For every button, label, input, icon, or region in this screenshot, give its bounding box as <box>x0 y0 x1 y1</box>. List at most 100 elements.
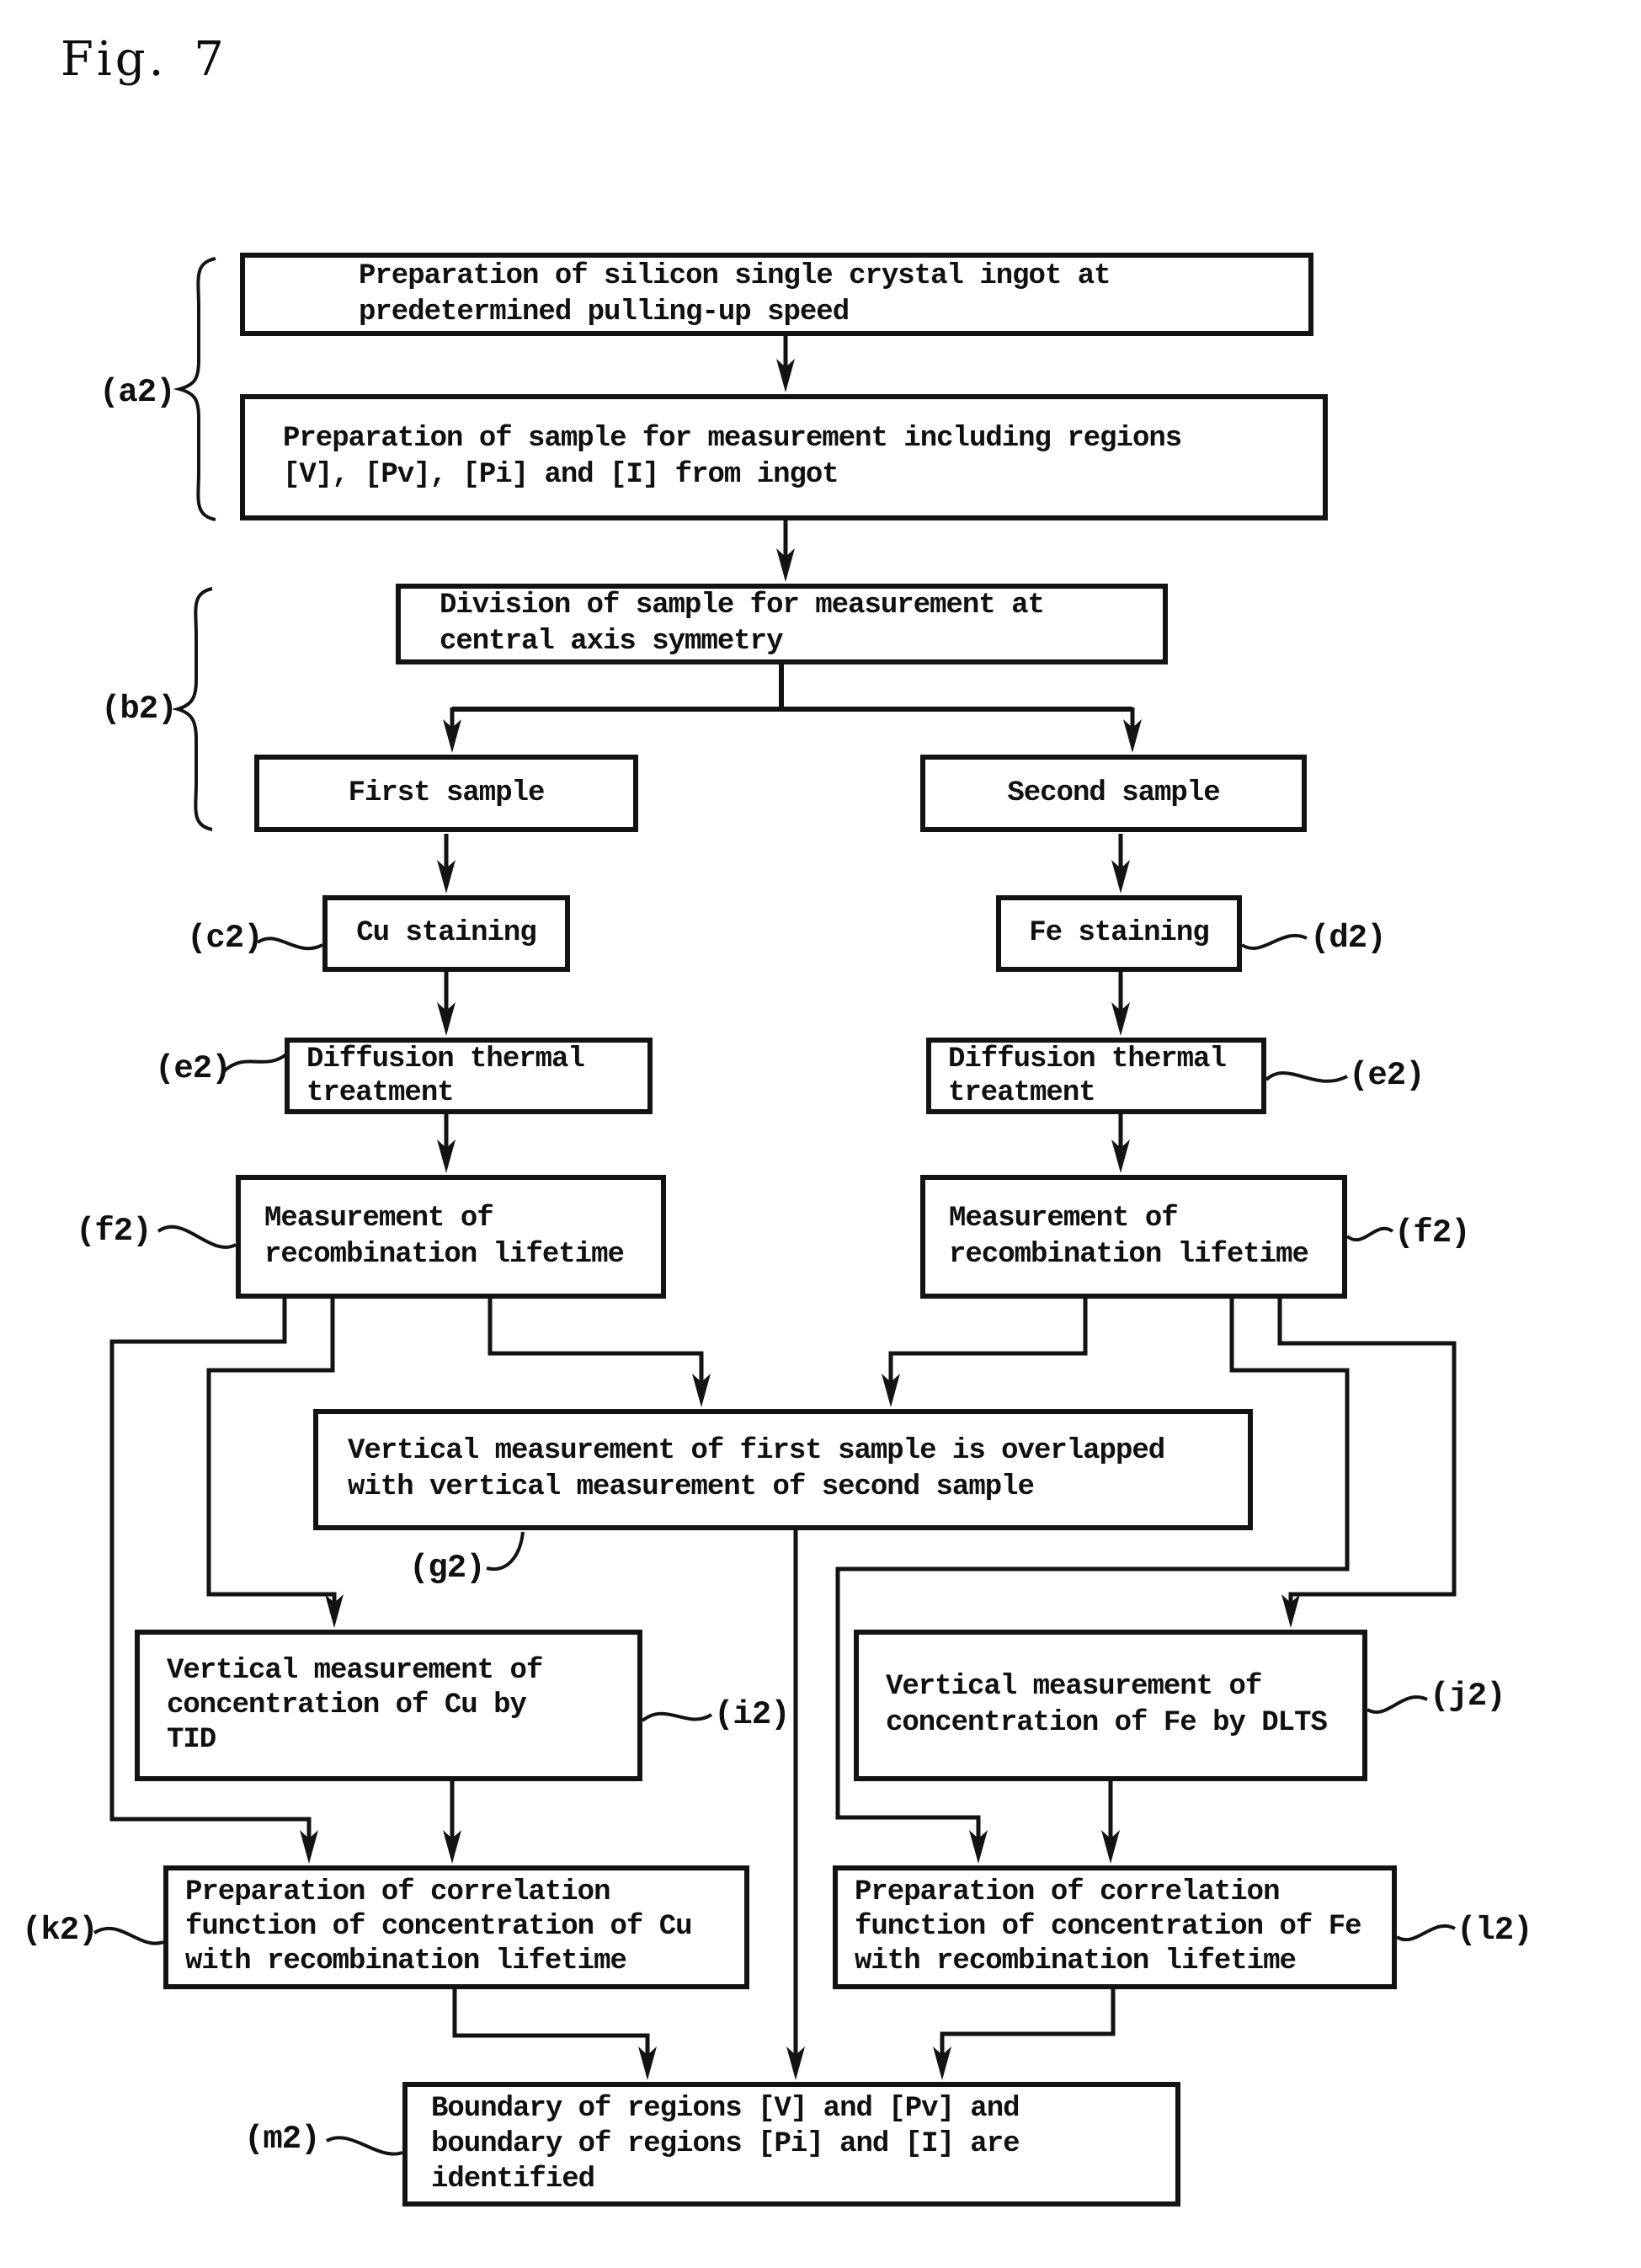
box-fe-staining: Fe staining <box>996 895 1242 972</box>
box-line: central axis symmetry <box>440 626 783 658</box>
box-line: Preparation of silicon single crystal in… <box>359 259 1111 292</box>
box-line: Fe staining <box>1029 917 1209 949</box>
brace-a2 <box>173 257 216 521</box>
box-line: identified <box>431 2164 595 2196</box>
leader-c2 <box>256 937 323 951</box>
route-lifetimeL-to-cu-correlation <box>109 1299 318 1864</box>
leader-d2 <box>1240 933 1308 950</box>
figure-title: Fig. 7 <box>61 32 227 87</box>
route-lifetimeR-to-overlap <box>882 1299 1088 1407</box>
split-division-to-samples <box>443 664 1142 753</box>
box-line: Preparation of sample for measurement in… <box>283 423 1182 455</box>
arrow-fe-staining-to-diffusion <box>1111 972 1130 1036</box>
box-line: concentration of Cu by <box>167 1689 527 1721</box>
brace-b2 <box>171 587 213 831</box>
box-lifetime-left: Measurement of recombination lifetime <box>236 1175 666 1299</box>
box-overlap: Vertical measurement of first sample is … <box>313 1409 1253 1530</box>
box-line: Preparation of correlation <box>185 1876 611 1908</box>
box-boundary-identified: Boundary of regions [V] and [Pv] and bou… <box>402 2082 1180 2207</box>
leader-l2 <box>1395 1924 1456 1941</box>
box-line: Measurement of <box>264 1202 494 1235</box>
label-i2: (i2) <box>714 1696 791 1733</box>
box-line: recombination lifetime <box>264 1238 625 1271</box>
box-line: with recombination lifetime <box>185 1945 627 1977</box>
arrow-sampleprep-to-division <box>776 520 795 582</box>
arrow-ingot-to-sampleprep <box>776 336 795 392</box>
box-line: Vertical measurement of <box>886 1671 1262 1703</box>
label-g2: (g2) <box>409 1550 486 1587</box>
leader-f2-left <box>157 1225 237 1249</box>
leader-m2 <box>326 2136 403 2156</box>
box-cu-concentration: Vertical measurement of concentration of… <box>135 1630 642 1781</box>
arrow-fe-concentration-to-correlation <box>1101 1781 1120 1864</box>
route-lifetimeR-to-fe-correlation <box>835 1299 1350 1864</box>
box-line: treatment <box>306 1076 455 1109</box>
leader-k2 <box>93 1926 164 1945</box>
label-k2: (k2) <box>22 1912 99 1949</box>
label-j2: (j2) <box>1430 1678 1506 1715</box>
leader-e2-left <box>222 1053 288 1073</box>
box-ingot-preparation: Preparation of silicon single crystal in… <box>240 253 1313 336</box>
label-b2: (b2) <box>101 691 178 728</box>
label-c2: (c2) <box>187 920 264 957</box>
leader-j2 <box>1366 1695 1428 1714</box>
arrow-first-to-cu-staining <box>437 834 456 894</box>
box-cu-staining: Cu staining <box>322 895 570 972</box>
arrow-cu-concentration-to-correlation <box>443 1781 461 1864</box>
leader-i2 <box>641 1711 713 1722</box>
box-lifetime-right: Measurement of recombination lifetime <box>920 1175 1347 1299</box>
box-line: treatment <box>948 1076 1096 1109</box>
leader-g2 <box>486 1531 525 1572</box>
box-line: function of concentration of Fe <box>855 1911 1362 1943</box>
box-line: Cu staining <box>356 917 536 949</box>
box-first-sample: First sample <box>254 755 638 832</box>
box-sample-preparation: Preparation of sample for measurement in… <box>240 394 1328 520</box>
label-m2: (m2) <box>244 2121 321 2158</box>
label-e2-right: (e2) <box>1349 1057 1425 1094</box>
box-line: with vertical measurement of second samp… <box>348 1471 1035 1503</box>
label-f2-left: (f2) <box>76 1213 152 1250</box>
route-lifetimeL-to-overlap <box>488 1299 711 1407</box>
route-fe-correlation-to-boundary <box>933 1989 1116 2080</box>
box-line: recombination lifetime <box>949 1238 1309 1271</box>
label-a2: (a2) <box>99 374 176 411</box>
label-d2: (d2) <box>1310 920 1387 957</box>
box-line: Preparation of correlation <box>855 1876 1281 1908</box>
box-line: Boundary of regions [V] and [Pv] and <box>431 2093 1020 2125</box>
box-line: Diffusion thermal <box>948 1043 1227 1075</box>
box-line: Vertical measurement of first sample is … <box>348 1435 1165 1467</box>
box-line: TID <box>167 1723 216 1756</box>
box-line: with recombination lifetime <box>855 1945 1297 1977</box>
box-fe-correlation: Preparation of correlation function of c… <box>833 1865 1397 1989</box>
box-division: Division of sample for measurement at ce… <box>396 584 1168 664</box>
box-second-sample: Second sample <box>920 755 1307 832</box>
box-line: concentration of Fe by DLTS <box>886 1707 1328 1739</box>
arrow-second-to-fe-staining <box>1111 834 1130 894</box>
box-fe-concentration: Vertical measurement of concentration of… <box>854 1630 1367 1781</box>
box-line: Measurement of <box>949 1202 1179 1235</box>
route-lifetimeR-to-fe-concentration <box>1277 1299 1457 1628</box>
box-diffusion-left: Diffusion thermal treatment <box>285 1038 653 1114</box>
leader-e2-right <box>1265 1071 1348 1083</box>
box-line: predetermined pulling-up speed <box>359 296 850 328</box>
box-line: boundary of regions [Pi] and [I] are <box>431 2128 1020 2160</box>
arrow-cu-staining-to-diffusion <box>437 972 456 1036</box>
box-line: Division of sample for measurement at <box>440 590 1045 622</box>
box-line: function of concentration of Cu <box>185 1911 693 1943</box>
box-cu-correlation: Preparation of correlation function of c… <box>163 1865 749 1989</box>
route-lifetimeL-to-cu-concentration <box>206 1299 344 1628</box>
arrow-overlap-to-boundary <box>786 1530 805 2080</box>
box-line: Second sample <box>1007 776 1220 809</box>
label-l2: (l2) <box>1457 1912 1533 1949</box>
box-line: First sample <box>348 776 546 809</box>
leader-f2-right <box>1345 1226 1394 1242</box>
label-f2-right: (f2) <box>1394 1214 1471 1251</box>
route-cu-correlation-to-boundary <box>452 1989 657 2080</box>
arrow-diffusion-to-lifetime-right <box>1111 1114 1130 1173</box>
box-diffusion-right: Diffusion thermal treatment <box>926 1038 1266 1114</box>
arrow-diffusion-to-lifetime-left <box>437 1114 456 1173</box>
box-line: Vertical measurement of <box>167 1654 543 1687</box>
box-line: Diffusion thermal <box>306 1043 585 1075</box>
